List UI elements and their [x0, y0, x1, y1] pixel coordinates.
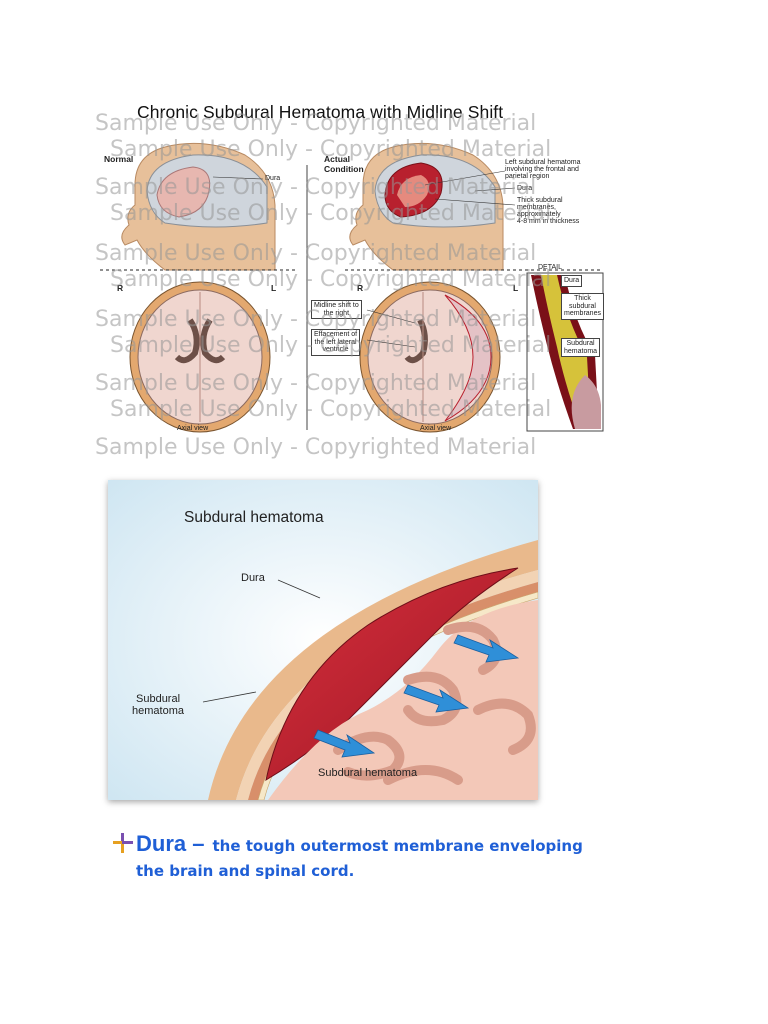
- definition-text-2: the brain and spinal cord.: [136, 862, 355, 880]
- midline-shift-label-1: Midline shift to: [314, 302, 359, 309]
- figure2-title: Subdural hematoma: [184, 509, 324, 526]
- detail-thick-label-2: subdural: [569, 302, 596, 310]
- midline-shift-label: Midline shift to the right: [311, 300, 362, 319]
- detail-thick-label-3: membranes: [564, 310, 601, 317]
- effacement-label-1: Effacement of: [314, 331, 358, 338]
- axial-view-caption-actual: Axial view: [420, 425, 452, 432]
- thick-membranes-label-4: 4-8 mm in thickness: [517, 218, 580, 225]
- midline-shift-illustration: Chronic Subdural Hematoma with Midline S…: [95, 95, 605, 465]
- definition-text-1: the tough outermost membrane enveloping: [212, 837, 583, 855]
- detail-dura-label: Dura: [561, 275, 583, 287]
- definition-term: Dura –: [136, 831, 205, 856]
- effacement-label-2: the left lateral: [314, 338, 357, 346]
- bullet-cross-icon: [112, 832, 134, 854]
- detail-hematoma-label-2: hematoma: [564, 347, 598, 355]
- left-sdh-label-1: Left subdural hematoma: [505, 159, 581, 166]
- effacement-label-3: ventricle: [322, 346, 349, 353]
- bottom-caption: Subdural hematoma: [318, 767, 418, 779]
- thick-membranes-label-1: Thick subdural: [517, 197, 563, 204]
- subdural-hematoma-drawing: [108, 480, 538, 800]
- axial-r-marker: R: [117, 283, 124, 293]
- subdural-label-2: hematoma: [132, 705, 184, 717]
- dura-definition: Dura – the tough outermost membrane enve…: [112, 829, 692, 880]
- condition-label: Condition: [324, 164, 364, 174]
- normal-label: Normal: [104, 154, 134, 164]
- subdural-label-1: Subdural: [136, 693, 181, 705]
- thick-membranes-label-2: membranes,: [517, 204, 556, 211]
- axial-r-marker-actual: R: [357, 283, 364, 293]
- definition-line-1: Dura – the tough outermost membrane enve…: [112, 829, 692, 857]
- dura-label-actual: Dura: [517, 185, 533, 192]
- axial-l-marker: L: [271, 283, 277, 293]
- left-sdh-label-2: involving the frontal and: [505, 166, 579, 173]
- detail-thick-label-1: Thick: [574, 295, 591, 302]
- midline-shift-label-2: the right: [323, 309, 350, 317]
- detail-hematoma-label-1: Subdural: [566, 340, 595, 347]
- figure-title: Chronic Subdural Hematoma with Midline S…: [137, 102, 504, 122]
- left-sdh-label-3: parietal region: [505, 173, 550, 180]
- axial-view-caption-normal: Axial view: [177, 425, 209, 432]
- thick-membranes-label-3: approximately: [517, 211, 561, 218]
- detail-thick-membranes-label: Thick subdural membranes: [561, 293, 604, 320]
- detail-hematoma-label: Subdural hematoma: [561, 338, 601, 357]
- dura-label-normal: Dura: [265, 175, 281, 182]
- effacement-label: Effacement of the left lateral ventricle: [311, 329, 361, 356]
- midline-shift-drawing: [100, 142, 604, 433]
- axial-l-marker-actual: L: [513, 283, 519, 293]
- subdural-hematoma-illustration: Subdural hematoma Dura Subdural hematoma…: [108, 480, 538, 800]
- detail-label: DETAIL: [538, 264, 562, 271]
- dura-label: Dura: [241, 572, 265, 584]
- actual-label: Actual: [324, 154, 350, 164]
